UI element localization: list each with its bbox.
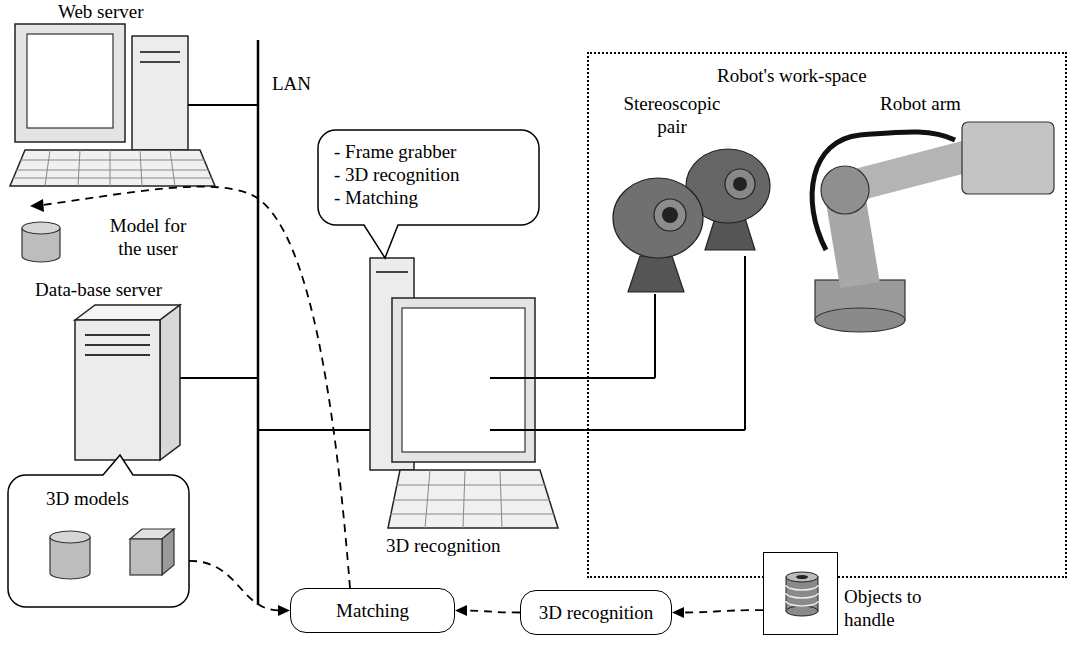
callout-shape — [318, 130, 539, 258]
lan-wire — [180, 377, 258, 379]
tower — [132, 36, 188, 150]
lan-bus — [257, 40, 260, 605]
server-front — [75, 320, 160, 460]
drive-slot — [376, 271, 408, 273]
node-text: 3D recognition — [539, 601, 654, 624]
robot-cable — [812, 132, 955, 250]
keyboard-keys — [390, 470, 554, 528]
robot-gripper — [962, 122, 1054, 194]
icon-part — [796, 575, 808, 579]
icon-part — [162, 529, 174, 575]
camera-cable — [490, 429, 745, 431]
camera-cable — [744, 256, 746, 430]
workspace-region: Robot's work-space — [587, 52, 1067, 578]
node-text: Objects to handle — [844, 585, 924, 631]
dashed-connector — [465, 611, 520, 613]
callout-shape — [8, 455, 189, 607]
lan-wire — [188, 104, 258, 106]
camera-body — [613, 178, 703, 258]
data-label: Model for the user — [98, 214, 198, 260]
camera-base — [628, 256, 684, 292]
robot-base — [815, 308, 905, 332]
device-label: Robot arm — [880, 92, 980, 115]
icon-part — [786, 585, 818, 606]
device-label: Web server — [58, 0, 168, 23]
node-text: - Matching — [334, 186, 527, 209]
node-text: Matching — [336, 599, 409, 622]
icon-part — [786, 606, 818, 616]
database-icon-top — [22, 222, 60, 234]
arrow-head — [278, 605, 290, 616]
device-label: 3D recognition — [386, 534, 556, 557]
process-box: Matching — [290, 588, 455, 633]
node-text: - 3D recognition — [334, 163, 527, 186]
network-label: LAN — [272, 72, 322, 95]
dashed-connector — [682, 610, 763, 612]
objects-box: Objects to handle — [763, 552, 838, 635]
callout-bubble: 3D models — [8, 475, 189, 607]
camera-lens — [733, 177, 747, 191]
icon-part — [50, 531, 90, 543]
dashed-connector — [189, 561, 280, 611]
callout-bubble: - Frame grabber- 3D recognition- Matchin… — [318, 130, 539, 225]
keyboard — [388, 470, 558, 528]
robot-joint — [821, 166, 869, 214]
drive-slot — [85, 344, 150, 346]
server-side — [160, 305, 180, 460]
lan-wire — [258, 429, 370, 431]
monitor — [15, 24, 125, 142]
device-label: Stereoscopic pair — [612, 92, 732, 138]
drive-slot — [140, 61, 180, 63]
process-box: 3D recognition — [520, 590, 672, 635]
camera-lens — [654, 199, 686, 231]
icon-part — [786, 572, 818, 582]
monitor — [392, 298, 535, 462]
keyboard-keys — [13, 150, 212, 186]
node-text: Robot's work-space — [715, 64, 869, 87]
camera-cable — [490, 377, 655, 379]
arrow-head — [672, 607, 684, 618]
camera-lens — [662, 207, 678, 223]
drive-slot — [85, 334, 150, 336]
arrow-head — [455, 605, 467, 616]
device-label: Data-base server — [35, 278, 205, 301]
drive-slot — [85, 354, 150, 356]
camera-cable — [654, 294, 656, 378]
drive-slot — [140, 51, 180, 53]
callout-item: - Frame grabber — [334, 140, 527, 163]
arrow-head — [30, 199, 44, 212]
screen — [27, 34, 113, 128]
icon-part — [130, 539, 162, 575]
camera-lens — [725, 169, 755, 199]
keyboard — [10, 150, 215, 186]
node-icon — [764, 553, 839, 636]
node-text: 3D models — [46, 487, 181, 510]
